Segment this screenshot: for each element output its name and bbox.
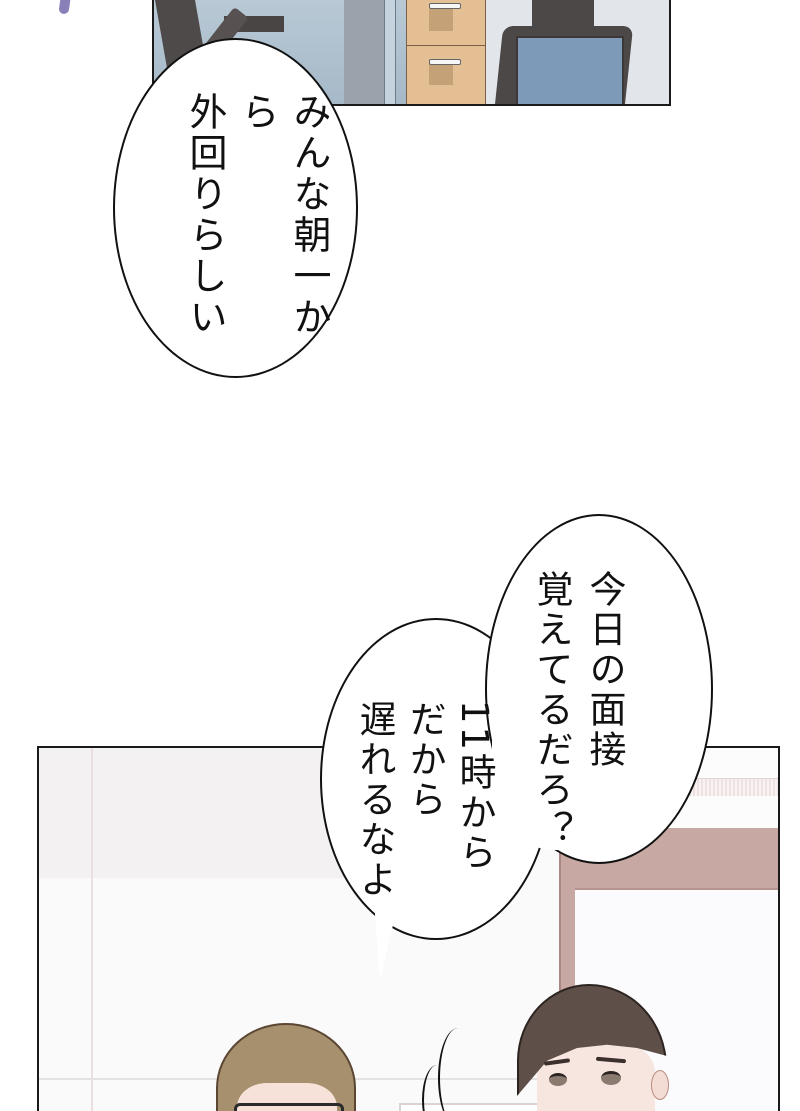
character-right-eye [549, 1073, 567, 1086]
character-right-ear [651, 1070, 669, 1100]
motion-line [422, 1065, 452, 1111]
bubble-2-line-4: だから [403, 700, 446, 820]
bubble-2-line-3: 11時から [453, 700, 496, 874]
character-right-eye [601, 1071, 621, 1085]
drawer-shadow [429, 9, 453, 31]
bubble-2-line-5: 遅れるなよ [353, 700, 396, 900]
bubble-2-line-2: 覚えてるだろ？ [530, 570, 573, 850]
drawer-handle [429, 59, 461, 65]
bubble-1-line-1: みんな朝一から [235, 92, 331, 338]
drawer-divider [407, 45, 485, 46]
bubble-2-merge [492, 622, 642, 850]
bubble-1-text: みんな朝一から 外回りらしい [179, 92, 335, 376]
speech-bubble-2: 今日の面接 覚えてるだろ？ 11時から だから 遅れるなよ [310, 510, 730, 1010]
drawer-handle [429, 3, 461, 9]
purple-brush-stroke [58, 0, 72, 15]
character-left-face [237, 1083, 337, 1111]
bubble-1-line-2: 外回りらしい [183, 92, 227, 338]
drawer-cabinet [406, 0, 486, 104]
character-left-glasses [234, 1103, 344, 1111]
bubble-2-line-1: 今日の面接 [583, 570, 626, 770]
bubble-2-tail-cover [372, 870, 406, 980]
partition-edge [384, 0, 396, 104]
right-chair-cushion [516, 36, 624, 104]
speech-bubble-1: みんな朝一から 外回りらしい [113, 38, 358, 378]
drawer-shadow [429, 63, 453, 85]
desk-partition [344, 0, 384, 104]
wainscot-line [39, 1078, 778, 1080]
wall-seam [91, 748, 93, 1111]
